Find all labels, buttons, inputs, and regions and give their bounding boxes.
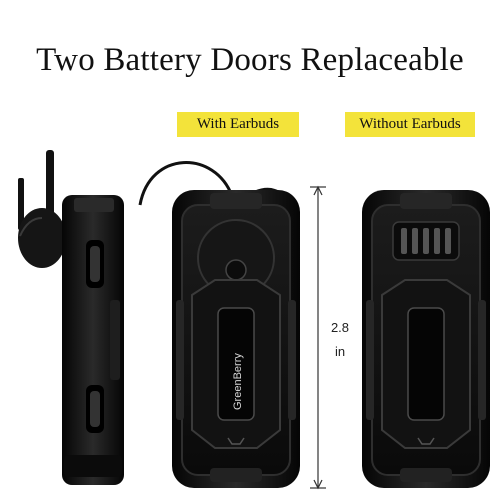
antenna-icon (18, 178, 24, 230)
phone-side-view (18, 150, 124, 485)
phone-without-earbuds (362, 190, 490, 488)
dimension-arrow-icon (310, 185, 326, 490)
ear-hook (138, 161, 234, 206)
earbud-stem (46, 150, 54, 228)
phone-with-earbuds: GreenBerry (138, 161, 300, 488)
dimension-value: 2.8 (330, 320, 350, 335)
label-with-earbuds: With Earbuds (177, 112, 299, 137)
brand-logo: GreenBerry (232, 353, 244, 410)
logo-plate (217, 307, 255, 421)
label-without-earbuds: Without Earbuds (345, 112, 475, 137)
dimension-unit: in (334, 344, 346, 359)
headline: Two Battery Doors Replaceable (36, 42, 464, 78)
